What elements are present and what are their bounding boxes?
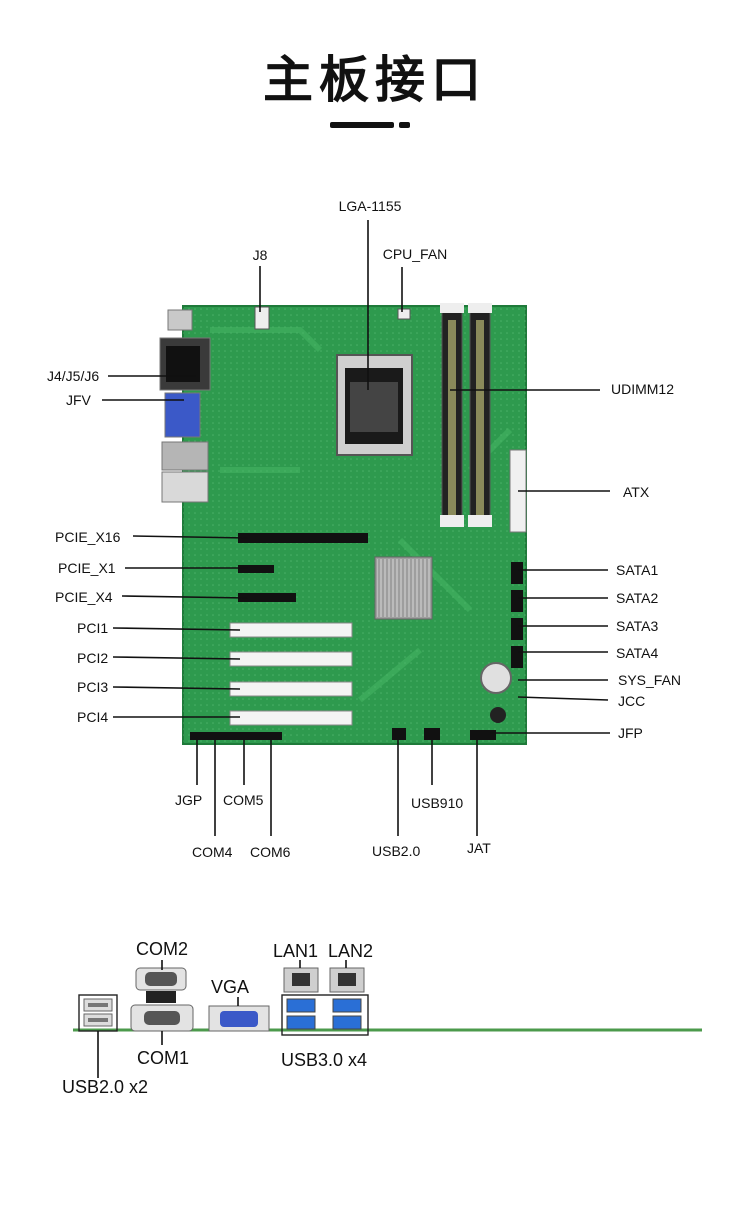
label-atx: ATX <box>623 484 650 500</box>
label-sata4: SATA4 <box>616 645 658 661</box>
callout-lines <box>102 220 610 836</box>
rear-io-panel <box>73 960 702 1078</box>
label-udimm12: UDIMM12 <box>611 381 674 397</box>
chipset-heatsink <box>374 556 433 620</box>
buzzer <box>490 707 506 723</box>
bottom-headers <box>190 306 496 740</box>
page-title: 主板接口 <box>263 51 487 109</box>
cpu-socket <box>336 354 413 456</box>
label-com6: COM6 <box>250 844 291 860</box>
label-lan1: LAN1 <box>273 941 318 961</box>
label-jgp: JGP <box>175 792 202 808</box>
label-jcc: JCC <box>618 693 645 709</box>
label-j4-j5-j6: J4/J5/J6 <box>47 368 99 384</box>
label-com2: COM2 <box>136 939 188 959</box>
label-pci4: PCI4 <box>77 709 108 725</box>
title-underline-dot <box>399 122 410 128</box>
label-jfv: JFV <box>66 392 92 408</box>
label-jfp: JFP <box>618 725 643 741</box>
label-sata1: SATA1 <box>616 562 658 578</box>
label-com4: COM4 <box>192 844 233 860</box>
label-sys-fan: SYS_FAN <box>618 672 681 688</box>
label-sata3: SATA3 <box>616 618 658 634</box>
label-pcie-x16: PCIE_X16 <box>55 529 121 545</box>
dimm-slots <box>440 303 492 527</box>
label-lan2: LAN2 <box>328 941 373 961</box>
label-usb2-0: USB2.0 <box>372 843 420 859</box>
label-cpu-fan: CPU_FAN <box>383 246 448 262</box>
label-pci3: PCI3 <box>77 679 108 695</box>
label-com5: COM5 <box>223 792 264 808</box>
label-jat: JAT <box>467 840 491 856</box>
label-usb3-x4: USB3.0 x4 <box>281 1050 367 1070</box>
label-sata2: SATA2 <box>616 590 658 606</box>
label-pci2: PCI2 <box>77 650 108 666</box>
label-usb2-x2: USB2.0 x2 <box>62 1077 148 1097</box>
label-pcie-x1: PCIE_X1 <box>58 560 116 576</box>
label-pcie-x4: PCIE_X4 <box>55 589 113 605</box>
label-j8: J8 <box>253 247 268 263</box>
label-vga: VGA <box>211 977 249 997</box>
label-lga-1155: LGA-1155 <box>339 198 402 214</box>
label-usb910: USB910 <box>411 795 463 811</box>
title-underline <box>330 122 394 128</box>
label-pci1: PCI1 <box>77 620 108 636</box>
sata-connectors <box>511 562 523 668</box>
cmos-battery <box>480 662 512 694</box>
label-com1: COM1 <box>137 1048 189 1068</box>
